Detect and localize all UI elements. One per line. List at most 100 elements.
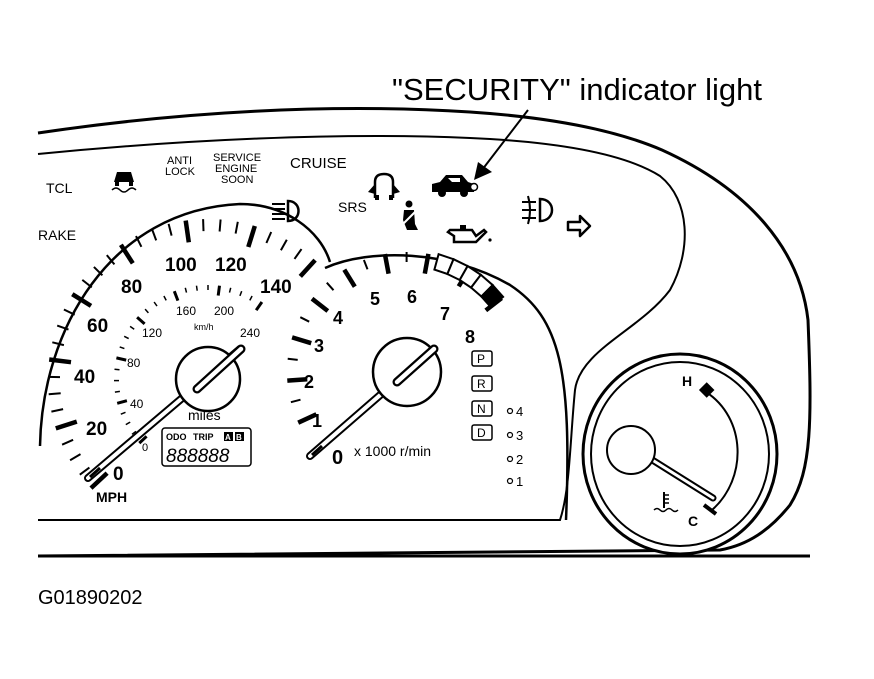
callout-label: "SECURITY" indicator light xyxy=(392,72,762,107)
mph-label-20: 20 xyxy=(86,419,107,440)
speed-unit: MPH xyxy=(96,489,127,505)
major-tick xyxy=(298,258,317,278)
service-label-3: SOON xyxy=(221,174,253,186)
minor-tick xyxy=(218,219,222,232)
anti-lock-label-1: ANTI xyxy=(167,155,192,167)
odometer-display: ODO TRIP A B 888888 xyxy=(161,427,252,467)
tach-label-0: 0 xyxy=(332,447,343,469)
tach-label-5: 5 xyxy=(370,289,380,309)
gear-2: 2 xyxy=(516,452,523,467)
minor-tick xyxy=(293,248,303,260)
temp-gauge-needle xyxy=(606,425,717,502)
minor-tick xyxy=(56,324,69,331)
minor-tick xyxy=(167,223,173,236)
tachometer-rim xyxy=(324,254,569,521)
minor-tick xyxy=(153,301,158,307)
face-inner-outline xyxy=(37,134,686,521)
gear-r-box xyxy=(471,375,493,392)
service-label-1: SERVICE xyxy=(213,152,261,164)
temp-gauge-scale xyxy=(705,391,739,511)
seatbelt-icon xyxy=(400,200,418,230)
headlight-icon xyxy=(272,199,300,223)
gear-d: D xyxy=(477,426,486,440)
gear-d-box xyxy=(471,424,493,441)
housing-outer-outline xyxy=(37,107,812,558)
minor-tick xyxy=(234,221,239,234)
tach-label-8: 8 xyxy=(465,327,475,347)
major-tick xyxy=(119,243,135,265)
cruise-label: CRUISE xyxy=(290,155,347,172)
trip-a-label: A xyxy=(225,433,231,442)
callout-arrow xyxy=(474,109,529,180)
temp-gauge-outer-ring xyxy=(581,352,779,556)
minor-tick xyxy=(151,228,158,241)
mph-label-0: 0 xyxy=(113,464,124,485)
temp-cold-marker xyxy=(702,503,718,516)
gear-p: P xyxy=(477,352,485,366)
minor-tick xyxy=(119,346,125,350)
minor-tick xyxy=(93,266,104,277)
temp-gauge-inner-ring xyxy=(590,361,770,547)
minor-tick xyxy=(184,287,188,293)
gear-3-dot xyxy=(506,431,514,439)
tach-unit: x 1000 r/min xyxy=(354,443,431,459)
minor-tick xyxy=(114,368,120,371)
security-car-icon xyxy=(432,175,479,197)
figure-id: G01890202 xyxy=(38,587,143,609)
major-tick xyxy=(246,225,257,248)
fog-light-icon xyxy=(522,195,554,225)
gear-3: 3 xyxy=(516,428,523,443)
kmh-unit: km/h xyxy=(194,322,214,332)
tach-label-7: 7 xyxy=(440,304,450,324)
major-tick xyxy=(138,435,148,445)
major-tick xyxy=(71,292,93,308)
major-tick xyxy=(48,357,72,365)
tachometer-redzone xyxy=(433,252,505,309)
major-tick xyxy=(55,419,78,431)
turn-signal-icon xyxy=(566,214,592,238)
service-label-2: ENGINE xyxy=(215,163,257,175)
minor-tick xyxy=(63,308,76,316)
kmh-label-80: 80 xyxy=(127,356,141,370)
mph-label-140: 140 xyxy=(260,277,292,298)
minor-tick xyxy=(362,259,369,270)
major-tick xyxy=(116,356,127,362)
mph-label-80: 80 xyxy=(121,277,142,298)
minor-tick xyxy=(265,231,273,244)
minor-tick xyxy=(299,316,310,323)
gear-4: 4 xyxy=(516,404,523,419)
odometer-value: 888888 xyxy=(166,446,230,467)
gear-4-dot xyxy=(506,407,514,415)
temperature-gauge: H C xyxy=(581,352,779,556)
gear-p-box xyxy=(471,350,493,367)
kmh-ticks xyxy=(114,285,264,445)
mph-label-120: 120 xyxy=(215,255,247,276)
anti-lock-label-2: LOCK xyxy=(165,166,196,178)
minor-tick xyxy=(135,235,143,248)
trip-b-label: B xyxy=(236,433,242,442)
major-tick xyxy=(254,301,264,312)
trip-b-box xyxy=(235,432,244,441)
minor-tick xyxy=(163,295,167,301)
trip-a-box xyxy=(224,432,233,441)
minor-tick xyxy=(131,430,137,435)
minor-tick xyxy=(125,421,131,426)
kmh-label-160: 160 xyxy=(176,304,196,318)
minor-tick xyxy=(228,287,232,293)
mph-label-60: 60 xyxy=(87,316,108,337)
minor-tick xyxy=(123,335,130,340)
minor-tick xyxy=(129,325,135,330)
thermometer-icon xyxy=(653,492,679,513)
redzone-block xyxy=(480,283,505,309)
major-tick xyxy=(183,220,192,243)
gear-1-dot xyxy=(506,477,514,485)
major-tick xyxy=(172,290,180,302)
tach-label-6: 6 xyxy=(407,287,417,307)
gear-1: 1 xyxy=(516,474,523,489)
oil-can-icon xyxy=(446,225,492,244)
tachometer-needle xyxy=(306,336,443,460)
minor-tick xyxy=(79,466,90,476)
minor-tick xyxy=(144,308,149,314)
brake-label: RAKE xyxy=(38,227,76,243)
major-tick xyxy=(382,253,391,275)
